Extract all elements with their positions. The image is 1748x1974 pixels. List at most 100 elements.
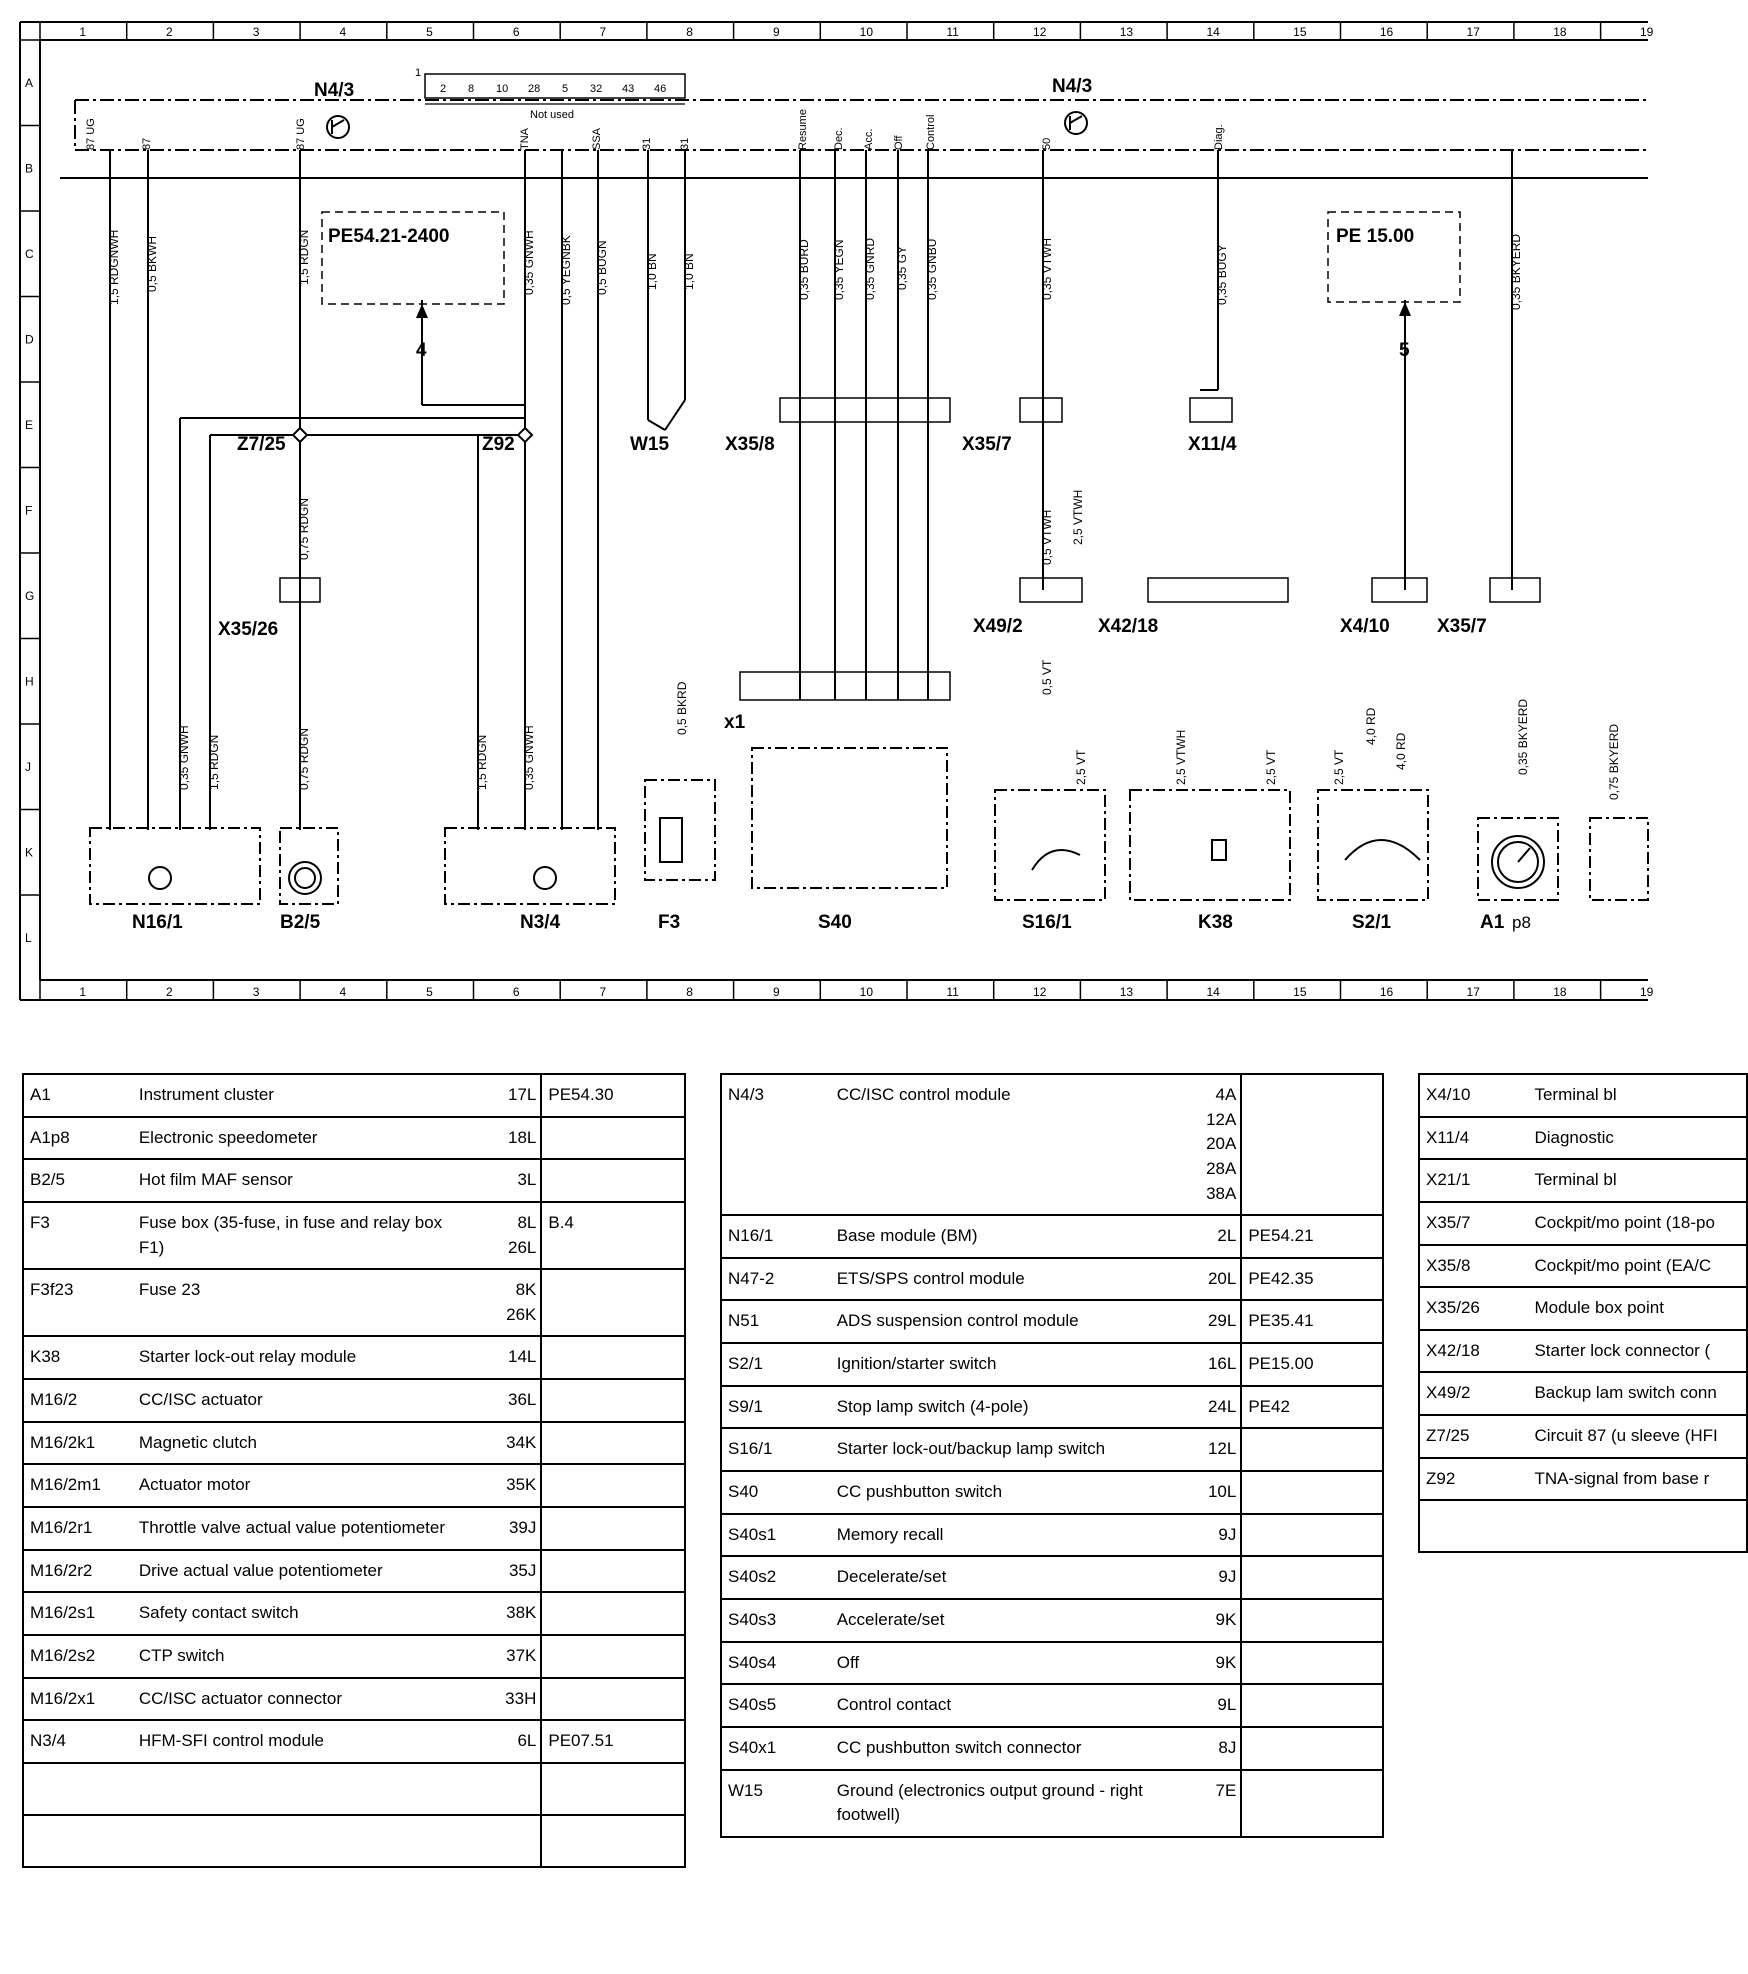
pin-top-32: 32 (590, 83, 602, 95)
cell-code: F3f23 (22, 1268, 133, 1338)
cell-pe (541, 1676, 686, 1722)
cell-loc: 6L (461, 1719, 543, 1764)
svg-text:Resume: Resume (797, 109, 809, 150)
svg-text:4,0 RD: 4,0 RD (1394, 732, 1408, 770)
cell-desc: Base module (BM) (830, 1214, 1170, 1259)
svg-text:0,5 YEGNBK: 0,5 YEGNBK (559, 235, 573, 305)
cell-code: S40s2 (720, 1555, 831, 1600)
ruler-col-label: 5 (426, 25, 433, 39)
ruler-col-label: 10 (860, 25, 874, 39)
cell-pe (1241, 1725, 1384, 1771)
cell-pe: PE54.21 (1241, 1214, 1384, 1259)
svg-text:87: 87 (141, 138, 153, 150)
unused-pins-box: Not used 1 2 8 10 28 5 32 43 46 (415, 67, 686, 121)
ruler-col-label: 7 (600, 985, 607, 999)
cell-code: X4/10 (1417, 1073, 1529, 1118)
a1-label: A1 (1480, 912, 1505, 933)
cell-pe (541, 1335, 686, 1381)
cell-loc: 8J (1169, 1725, 1243, 1771)
cell-desc: ETS/SPS control module (830, 1256, 1170, 1302)
pin-top-10: 10 (496, 83, 508, 95)
x1-label: x1 (724, 712, 746, 733)
cell-code: X11/4 (1417, 1115, 1529, 1161)
cell-desc: HFM-SFI control module (132, 1719, 462, 1764)
ruler-row-label: E (25, 418, 33, 432)
ruler-col-label: 9 (773, 985, 780, 999)
diagram-frame (19, 21, 1648, 1001)
table-row (22, 1761, 686, 1816)
svg-text:1,5 RDGN: 1,5 RDGN (475, 735, 489, 790)
svg-text:2,5 VTWH: 2,5 VTWH (1071, 490, 1085, 545)
cell-desc: CTP switch (132, 1633, 462, 1679)
cell-loc: 14L (461, 1335, 543, 1381)
arrow-5-label: 5 (1399, 340, 1410, 361)
table-row (22, 1813, 686, 1868)
cell-desc: Terminal bl (1528, 1073, 1748, 1118)
cell-desc: Actuator motor (132, 1463, 462, 1509)
cell-code: M16/2r1 (22, 1506, 133, 1551)
cell-code: K38 (22, 1335, 133, 1381)
cell-code: X42/18 (1417, 1328, 1529, 1374)
cell-pe (541, 1463, 686, 1509)
svg-text:1,5 RDGNWH: 1,5 RDGNWH (107, 230, 121, 305)
cell-loc: 35K (461, 1463, 543, 1509)
ref-pe5421-label: PE54.21-2400 (328, 226, 450, 247)
cell-code: Z7/25 (1417, 1414, 1529, 1459)
cell-desc: Decelerate/set (830, 1555, 1170, 1600)
cell-loc (461, 1813, 543, 1868)
pin-top-8: 8 (468, 83, 474, 95)
cell-pe (1241, 1768, 1384, 1838)
svg-text:1,0 BN: 1,0 BN (682, 253, 696, 290)
svg-text:0,35 BURD: 0,35 BURD (797, 239, 811, 300)
svg-text:2,5 VT: 2,5 VT (1074, 749, 1088, 785)
ruler-col-label: 19 (1640, 25, 1654, 39)
x35-7b-label: X35/7 (1437, 616, 1487, 637)
ruler-col-label: 18 (1553, 25, 1567, 39)
cell-loc: 29L (1169, 1299, 1243, 1345)
ruler-col-label: 7 (600, 25, 607, 39)
z92-label: Z92 (482, 434, 515, 455)
f3-label: F3 (658, 912, 680, 933)
pin-top-2: 2 (440, 83, 446, 95)
cell-code: N3/4 (22, 1719, 133, 1764)
cell-pe: PE42 (1241, 1384, 1384, 1430)
svg-text:0,35 BKYERD: 0,35 BKYERD (1516, 699, 1530, 775)
svg-text:Control: Control (925, 115, 937, 150)
cell-code: N51 (720, 1299, 831, 1345)
ruler-row-label: G (25, 589, 34, 603)
cell-pe: B.4 (541, 1200, 686, 1271)
svg-text:0,35 GNWH: 0,35 GNWH (177, 725, 191, 790)
ruler-col-label: 1 (79, 985, 86, 999)
x42-18-label: X42/18 (1098, 616, 1158, 637)
ruler-col-label: 3 (253, 985, 260, 999)
ruler-col-label: 12 (1033, 985, 1047, 999)
cell-pe (1241, 1512, 1384, 1558)
ruler-row-label: D (25, 332, 34, 346)
cell-desc: Control contact (830, 1683, 1170, 1728)
cell-code: W15 (720, 1768, 831, 1838)
a1-sub-label: p8 (1512, 913, 1531, 932)
ruler-col-label: 5 (426, 985, 433, 999)
svg-text:0,35 GNWH: 0,35 GNWH (522, 230, 536, 295)
cell-pe (541, 1268, 686, 1338)
cell-pe (541, 1115, 686, 1161)
svg-text:0,35 GNBU: 0,35 GNBU (925, 239, 939, 300)
cell-desc: CC pushbutton switch (830, 1470, 1170, 1515)
cell-code: S2/1 (720, 1342, 831, 1387)
n16-1-label: N16/1 (132, 912, 183, 933)
cell-loc: 4A 12A 20A 28A 38A (1169, 1072, 1243, 1217)
cell-desc: Throttle valve actual value potentiomete… (132, 1506, 462, 1551)
